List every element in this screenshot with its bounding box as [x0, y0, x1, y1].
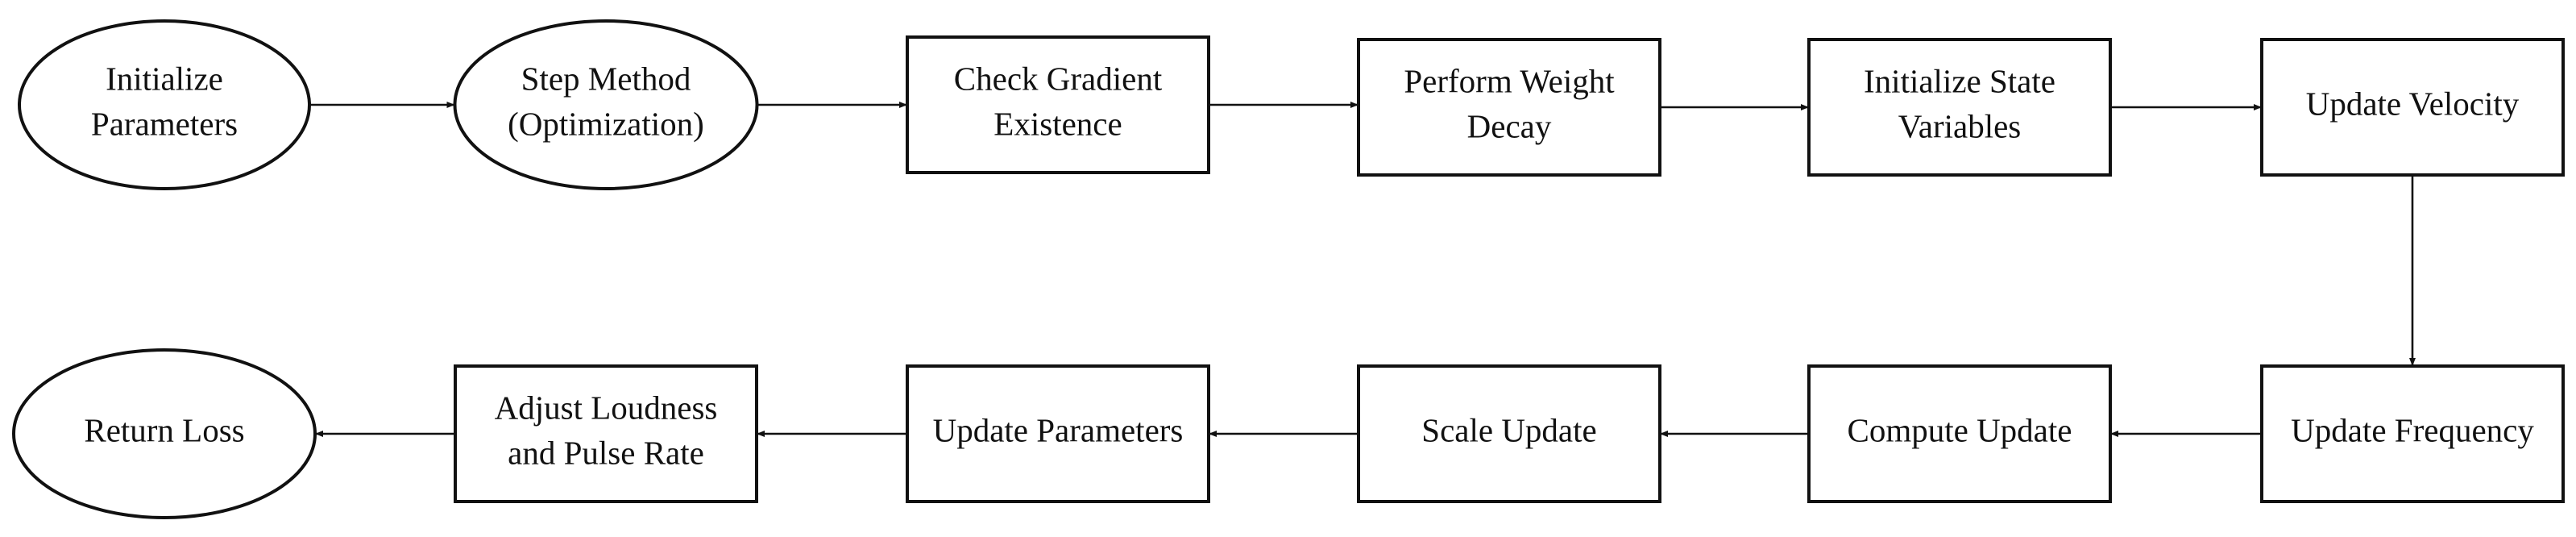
node-update-parameters: Update Parameters	[906, 364, 1210, 503]
node-box	[2260, 38, 2565, 177]
node-label: Compute Update	[1848, 411, 2072, 448]
node-box	[2260, 364, 2565, 503]
node-step-method: Step Method (Optimization)	[453, 19, 759, 190]
node-update-frequency: Update Frequency	[2260, 364, 2565, 503]
node-box	[1807, 364, 2112, 503]
node-update-velocity: Update Velocity	[2260, 38, 2565, 177]
node-label: Decay	[1467, 107, 1552, 144]
node-label: Existence	[993, 105, 1122, 142]
node-return-loss: Return Loss	[12, 348, 317, 519]
node-label: Adjust Loudness	[495, 389, 718, 426]
node-label: Step Method	[521, 60, 691, 97]
node-box	[1357, 38, 1661, 177]
node-scale-update: Scale Update	[1357, 364, 1661, 503]
node-label: Update Frequency	[2291, 411, 2534, 448]
node-box	[1357, 364, 1661, 503]
node-label: Parameters	[91, 105, 238, 142]
node-compute-update: Compute Update	[1807, 364, 2112, 503]
node-label: Update Parameters	[933, 411, 1184, 448]
node-label: Initialize	[106, 60, 223, 97]
node-ellipse	[18, 19, 311, 190]
node-label: Variables	[1898, 107, 2022, 144]
node-label: and Pulse Rate	[508, 434, 704, 471]
node-label: Check Gradient	[954, 60, 1163, 97]
node-box	[906, 364, 1210, 503]
node-label: Scale Update	[1421, 411, 1596, 448]
edges	[309, 102, 2416, 437]
node-label: (Optimization)	[508, 105, 704, 142]
node-label: Perform Weight	[1404, 62, 1615, 99]
node-box	[1807, 38, 2112, 177]
node-label: Return Loss	[84, 411, 244, 448]
node-label: Initialize State	[1864, 62, 2055, 99]
node-ellipse	[12, 348, 317, 519]
node-ellipse	[453, 19, 759, 190]
node-adjust-loudness: Adjust Loudness and Pulse Rate	[454, 364, 758, 503]
node-box	[454, 364, 758, 503]
node-label: Update Velocity	[2306, 85, 2520, 122]
node-box	[906, 35, 1210, 174]
